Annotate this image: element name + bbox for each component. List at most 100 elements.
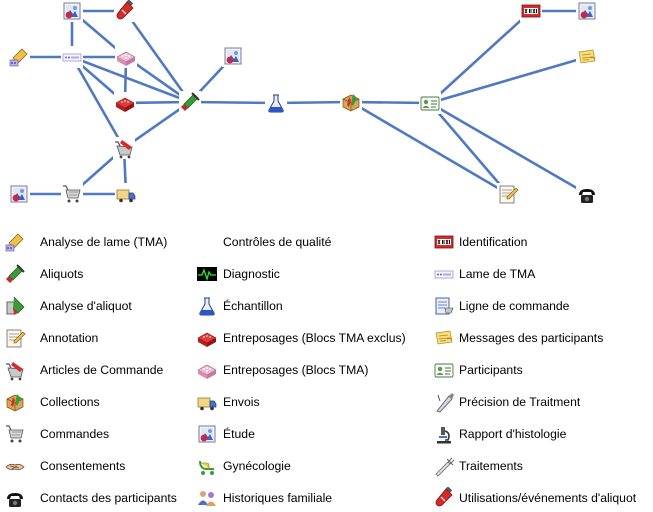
- legend-item-utilisations[interactable]: Utilisations/événements d'aliquot: [433, 486, 636, 510]
- graph-edges: [19, 9, 588, 196]
- graph-edge: [350, 100, 509, 196]
- legend-item-annotation[interactable]: Annotation: [4, 326, 98, 350]
- legend-item-commandes[interactable]: Commandes: [4, 422, 109, 446]
- legend-label: Collections: [40, 395, 100, 409]
- tube-icon: [433, 486, 455, 509]
- legend-label: Diagnostic: [223, 267, 280, 281]
- node-etude-icon[interactable]: [61, 0, 83, 22]
- node-etude-icon[interactable]: [576, 0, 598, 22]
- legend-item-articles[interactable]: Articles de Commande: [4, 358, 163, 382]
- graph-edge: [429, 101, 588, 196]
- legend-label: Envois: [223, 395, 260, 409]
- legend-item-participants[interactable]: Participants: [433, 358, 523, 382]
- legend-item-aliquots[interactable]: Aliquots: [4, 262, 83, 286]
- microscope-icon: [433, 423, 455, 445]
- legend-item-envois[interactable]: Envois: [196, 390, 260, 414]
- legend-item-precision[interactable]: Précision de Traitment: [433, 390, 580, 414]
- legend-item-entreposage-excl[interactable]: Entreposages (Blocs TMA exclus): [196, 326, 406, 350]
- graph-edge: [429, 55, 588, 105]
- legend-item-echantillon[interactable]: Échantillon: [196, 294, 283, 318]
- node-annotation-icon[interactable]: [497, 183, 519, 205]
- node-identification-icon[interactable]: [520, 0, 542, 22]
- node-messages-icon[interactable]: [576, 46, 598, 68]
- node-contacts-icon[interactable]: [576, 183, 598, 205]
- legend-label: Lame de TMA: [459, 267, 536, 281]
- legend-label: Rapport d'histologie: [459, 427, 567, 441]
- order-line-icon: [433, 295, 455, 317]
- legend-item-historiques[interactable]: Historiques familiale: [196, 486, 332, 510]
- graph-edge: [71, 55, 191, 104]
- id-tag-icon: [433, 231, 455, 253]
- legend-item-ligne-commande[interactable]: Ligne de commande: [433, 294, 569, 318]
- legend-item-traitements[interactable]: Traitements: [433, 454, 523, 478]
- legend-label: Contrôles de qualité: [223, 235, 332, 249]
- node-commandes-icon[interactable]: [61, 183, 83, 205]
- graph-edge: [429, 102, 509, 195]
- legend-item-controles[interactable]: Contrôles de qualité: [196, 230, 331, 254]
- legend-label: Analyse d'aliquot: [40, 299, 132, 313]
- legend-item-analyse-aliquot[interactable]: Analyse d'aliquot: [4, 294, 132, 318]
- legend-item-gynecologie[interactable]: Gynécologie: [196, 454, 291, 478]
- legend-label: Historiques familiale: [223, 491, 333, 505]
- graph-edge: [275, 100, 352, 105]
- legend-label: Messages des participants: [459, 331, 604, 345]
- node-entreposage-tma-icon[interactable]: [115, 46, 137, 68]
- node-envois-icon[interactable]: [115, 183, 137, 205]
- legend-label: Entreposages (Blocs TMA): [223, 363, 369, 377]
- storage-pink-icon: [196, 359, 218, 381]
- legend-item-contacts[interactable]: Contacts des participants: [4, 486, 177, 510]
- truck-icon: [196, 391, 218, 413]
- node-etude-icon[interactable]: [8, 183, 30, 205]
- legend-item-entreposage-tma[interactable]: Entreposages (Blocs TMA): [196, 358, 368, 382]
- data-model-graph: [8, 0, 598, 205]
- node-echantillon-icon[interactable]: [265, 92, 287, 114]
- graph-edge: [429, 10, 532, 104]
- legend-label: Précision de Traitment: [459, 395, 581, 409]
- collections-icon: [4, 391, 26, 413]
- node-articles-icon[interactable]: [113, 137, 135, 159]
- legend-label: Annotation: [40, 331, 99, 345]
- node-lame-tma-icon[interactable]: [61, 46, 83, 68]
- node-utilisations-icon[interactable]: [114, 0, 136, 22]
- node-etude-icon[interactable]: [222, 45, 244, 67]
- node-entreposage-excl-icon[interactable]: [114, 92, 136, 114]
- contacts-icon: [4, 487, 26, 509]
- legend-item-analyse-lame[interactable]: Analyse de lame (TMA): [4, 230, 167, 254]
- legend-item-identification[interactable]: Identification: [433, 230, 527, 254]
- legend-label: Contacts des participants: [40, 491, 177, 505]
- storage-red-icon: [196, 327, 218, 349]
- graph-edge: [123, 10, 192, 103]
- legend-item-collections[interactable]: Collections: [4, 390, 100, 414]
- legend-label: Identification: [459, 235, 528, 249]
- annotation-icon: [4, 327, 26, 349]
- legend-item-diagnostic[interactable]: Diagnostic: [196, 262, 280, 286]
- legend-item-messages[interactable]: Messages des participants: [433, 326, 603, 350]
- legend-item-consentements[interactable]: Consentements: [4, 454, 125, 478]
- legend-label: Ligne de commande: [459, 299, 570, 313]
- legend-label: Commandes: [40, 427, 110, 441]
- legend-label: Étude: [223, 427, 255, 441]
- legend-item-rapport[interactable]: Rapport d'histologie: [433, 422, 566, 446]
- node-collections-icon[interactable]: [340, 91, 362, 113]
- study-icon: [196, 423, 218, 445]
- node-aliquots-icon[interactable]: [179, 91, 201, 113]
- legend-label: Consentements: [40, 459, 126, 473]
- legend-label: Participants: [459, 363, 523, 377]
- node-analyse-lame-icon[interactable]: [8, 46, 30, 68]
- pen-syringe-icon: [433, 391, 455, 413]
- graph-edge: [70, 56, 126, 149]
- analyse-aliquot-icon: [4, 295, 26, 317]
- legend-label: Entreposages (Blocs TMA exclus): [223, 331, 406, 345]
- syringe-icon: [433, 455, 455, 477]
- node-participants-icon[interactable]: [419, 92, 441, 114]
- legend-label: Articles de Commande: [40, 363, 164, 377]
- graph-edge: [350, 100, 431, 105]
- legend-label: Traitements: [459, 459, 523, 473]
- articles-icon: [4, 359, 26, 381]
- legend-item-lame-tma[interactable]: Lame de TMA: [433, 262, 535, 286]
- message-note-icon: [433, 327, 455, 349]
- legend-item-etude[interactable]: Étude: [196, 422, 255, 446]
- stroller-icon: [196, 455, 218, 477]
- legend-label: Aliquots: [40, 267, 84, 281]
- graph-edge: [189, 100, 277, 105]
